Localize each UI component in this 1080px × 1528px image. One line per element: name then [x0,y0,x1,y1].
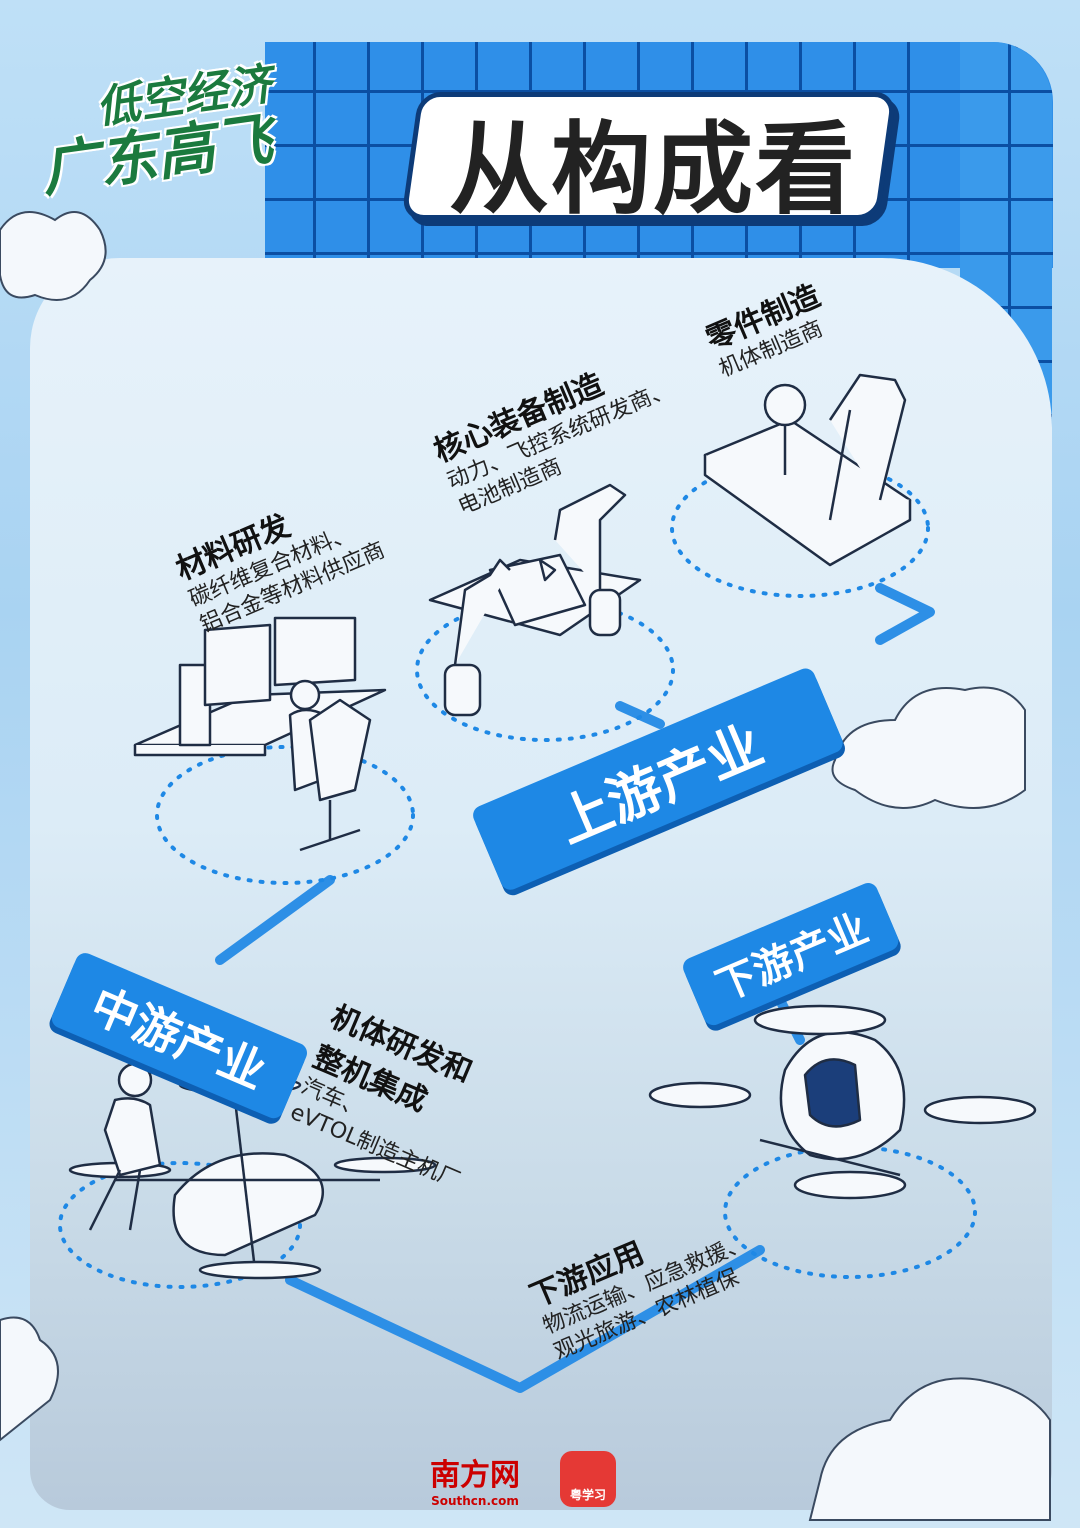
evtol-icon [648,1004,1037,1200]
app-logo: 粤学习 [560,1451,616,1507]
page-title: 从构成看 [449,111,857,228]
brand-domain: Southcn.com [431,1494,519,1508]
brand-name: 南方网 [430,1458,520,1493]
southcn-logo: 南方网 Southcn.com [430,1450,520,1508]
cloud-icon [0,211,1051,1521]
machine-table-icon [703,373,912,567]
workstation-icon [133,616,387,852]
footer: 南方网 Southcn.com 粤学习 [430,1450,616,1508]
robot-arm-icon [428,483,642,717]
